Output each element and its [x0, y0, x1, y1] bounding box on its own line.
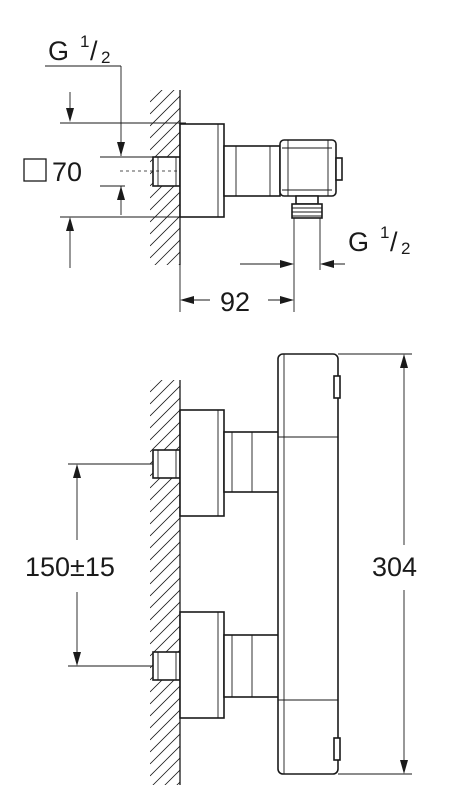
hatch-line	[150, 517, 180, 549]
top-view: G 1 / 2 70 G 1 / 2	[23, 32, 410, 318]
height-label: 304	[372, 552, 417, 582]
hatch-line	[150, 215, 180, 247]
thread-right-slash: /	[390, 227, 398, 257]
hatch-line	[150, 481, 180, 513]
hatch-line	[150, 733, 180, 765]
hatch-line	[150, 697, 180, 729]
thread-top-numerator: 1	[80, 32, 89, 51]
thread-right-denominator: 2	[401, 239, 410, 258]
hatch-line	[150, 625, 180, 657]
dim-spacing: 150±15	[25, 463, 153, 667]
hatch-line	[150, 409, 180, 441]
escutcheon-lower	[179, 611, 281, 719]
hatch-line	[150, 380, 151, 381]
hatch-line	[150, 577, 180, 609]
wall-pipe-top	[120, 156, 182, 187]
thread-top-letter: G	[48, 36, 69, 66]
hatch-line	[150, 227, 180, 259]
wall-hatching-bottom	[150, 380, 180, 800]
hatch-line	[150, 565, 180, 597]
escutcheon-top	[179, 123, 225, 218]
hatch-line	[150, 493, 180, 525]
wall-hatching-top	[150, 90, 180, 318]
valve-housing-top	[279, 139, 343, 219]
square-symbol-icon	[23, 158, 47, 182]
hatch-line	[150, 553, 180, 585]
hatch-line	[150, 709, 180, 741]
wall-pipe-lower	[152, 651, 181, 681]
hatch-line	[150, 276, 180, 306]
dim-height: 304	[338, 353, 417, 775]
thread-right-numerator: 1	[380, 223, 389, 242]
hatch-line	[150, 745, 180, 777]
hatch-line	[150, 90, 151, 91]
hatch-line	[150, 794, 180, 800]
hatch-line	[150, 119, 180, 151]
thread-top-slash: /	[90, 36, 98, 66]
thermostat-body	[277, 353, 341, 775]
hatch-line	[150, 95, 180, 127]
dim-g-half-right: G 1 / 2	[240, 218, 410, 312]
hatch-line	[150, 380, 175, 405]
hatch-line	[178, 263, 180, 265]
hatch-line	[150, 541, 180, 573]
hatch-line	[164, 769, 180, 785]
hatch-line	[150, 613, 180, 645]
dim-g-half-top: G 1 / 2	[45, 32, 186, 268]
connector-top	[223, 145, 281, 197]
spacing-label: 150±15	[25, 552, 115, 582]
hatch-line	[150, 203, 180, 235]
hatch-line	[150, 685, 180, 717]
thread-top-denominator: 2	[101, 48, 110, 67]
hatch-line	[150, 421, 180, 453]
dim-square-70: 70	[23, 157, 82, 187]
bottom-view: 150±15 304	[25, 353, 417, 800]
hatch-line	[152, 757, 180, 785]
thread-right-letter: G	[348, 227, 369, 257]
hatch-line	[150, 380, 163, 393]
hatch-line	[150, 288, 180, 318]
hatch-line	[150, 90, 175, 115]
hatch-line	[150, 505, 180, 537]
hatch-line	[150, 90, 163, 103]
hatch-line	[150, 589, 180, 621]
depth-label: 92	[220, 287, 250, 317]
square-size-label: 70	[52, 157, 82, 187]
hatch-line	[150, 529, 180, 561]
hatch-line	[150, 385, 180, 417]
dim-depth-92: 92	[179, 265, 294, 317]
escutcheon-upper	[179, 409, 281, 517]
hatch-line	[150, 721, 180, 753]
hatch-line	[154, 239, 180, 265]
hatch-line	[150, 601, 180, 633]
hatch-line	[150, 397, 180, 429]
hatch-line	[166, 251, 180, 265]
wall-pipe-upper	[152, 449, 181, 479]
hatch-line	[150, 191, 180, 223]
